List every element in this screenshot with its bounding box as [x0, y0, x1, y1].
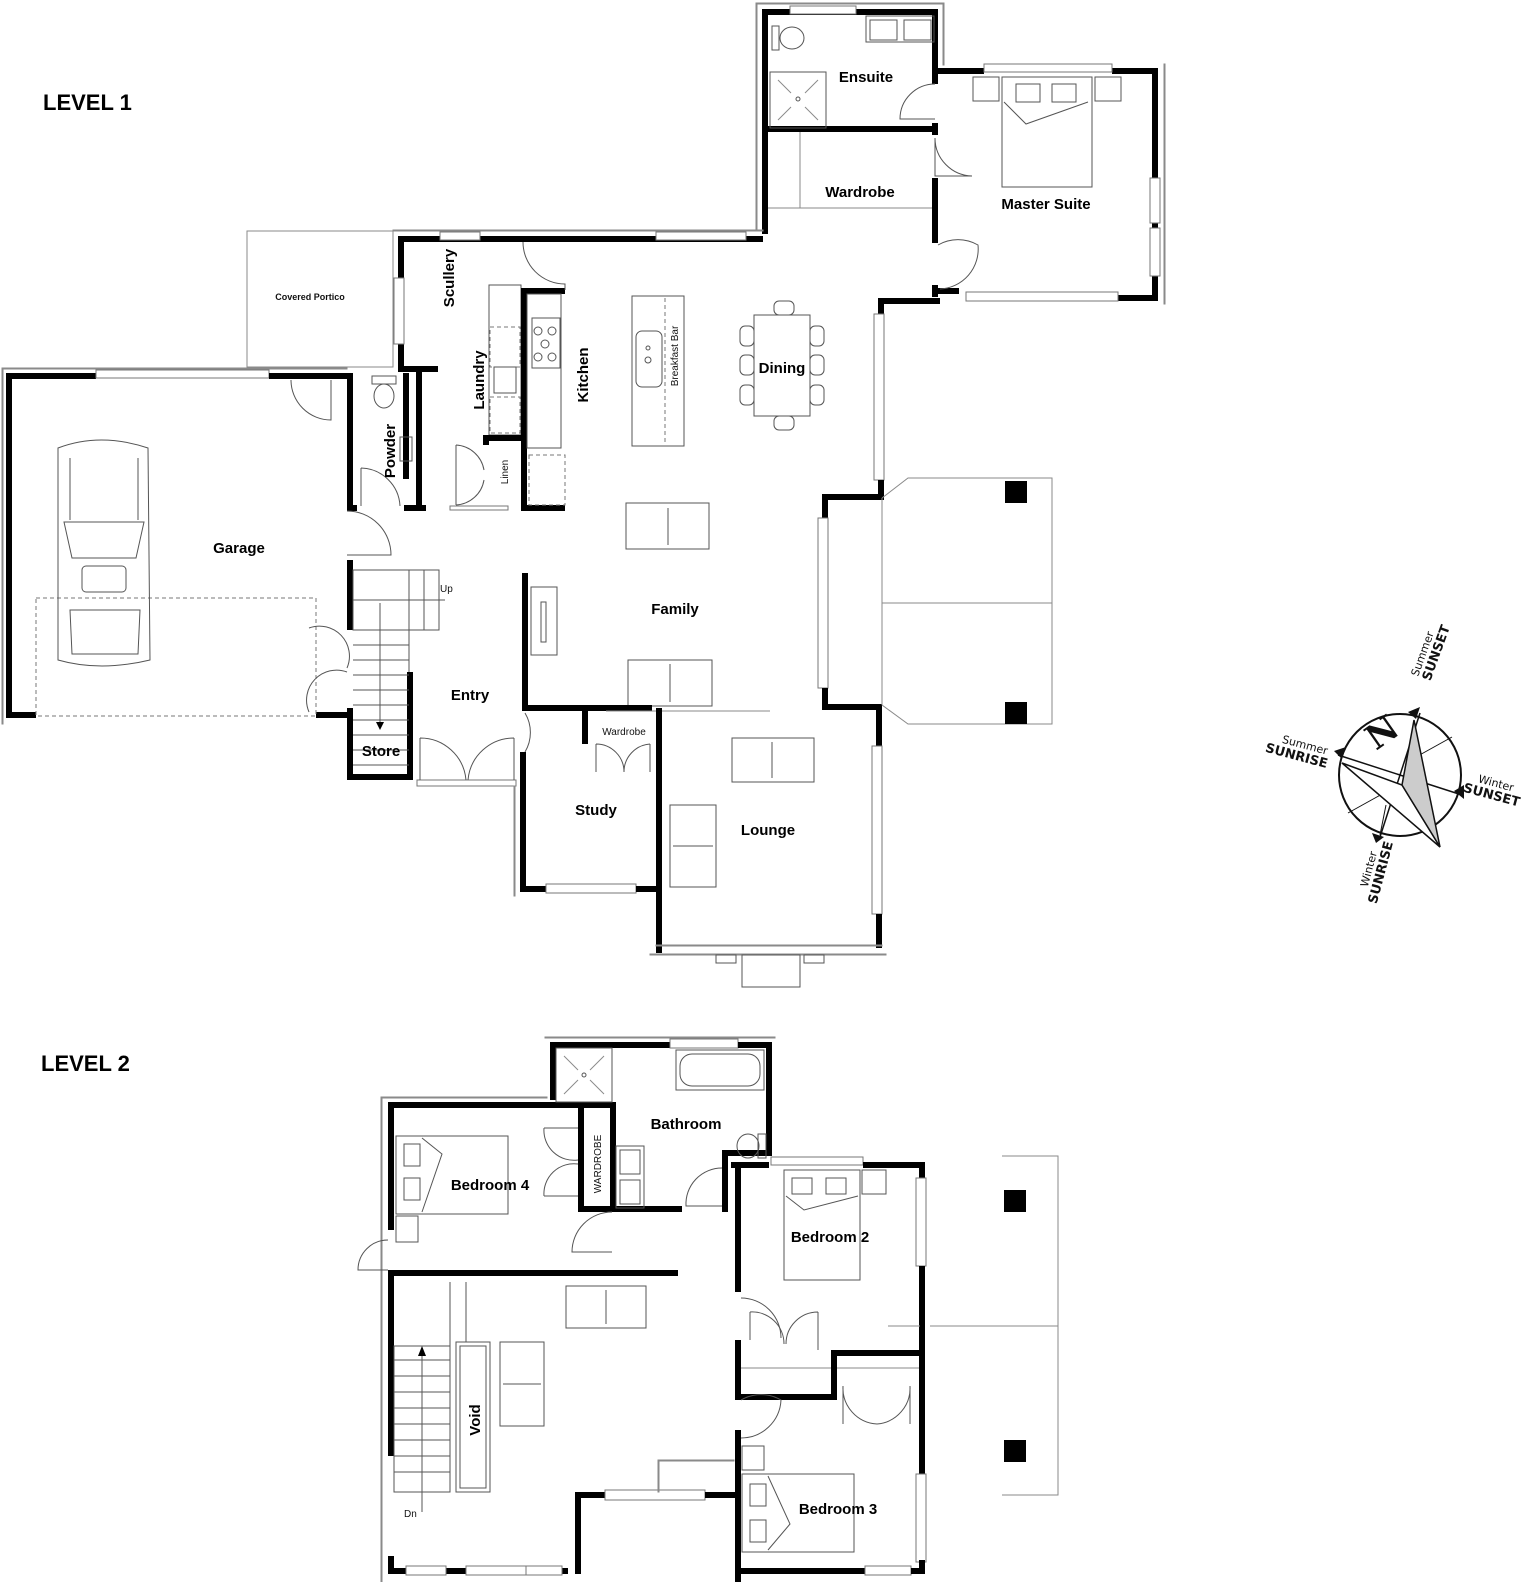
level-1-plan: Up Ensuite Wardrobe [1, 2, 1166, 988]
room-bedroom-2: Bedroom 2 [791, 1229, 869, 1246]
room-bedroom-4: Bedroom 4 [451, 1177, 530, 1194]
room-entry: Entry [451, 687, 490, 704]
room-bathroom: Bathroom [651, 1116, 722, 1133]
room-void: Void [467, 1404, 484, 1435]
level-2-title: LEVEL 2 [41, 1051, 130, 1076]
stair-level-1 [352, 569, 445, 766]
room-family: Family [651, 601, 699, 618]
room-linen: Linen [500, 460, 511, 484]
room-bedroom-3: Bedroom 3 [799, 1501, 877, 1518]
room-kitchen: Kitchen [575, 347, 592, 402]
room-scullery: Scullery [441, 248, 458, 307]
level-1-title: LEVEL 1 [43, 90, 132, 115]
stair-up-label: Up [440, 584, 453, 595]
room-store: Store [362, 743, 400, 760]
stair-down-label: Dn [404, 1509, 417, 1520]
room-lounge: Lounge [741, 822, 795, 839]
room-study: Study [575, 802, 617, 819]
stair-level-2 [393, 1282, 467, 1512]
room-garage: Garage [213, 540, 265, 557]
compass-needle-north [1401, 719, 1441, 848]
room-ensuite: Ensuite [839, 69, 893, 86]
room-covered-portico: Covered Portico [275, 292, 345, 302]
level-2-plan: Dn Bathroom Bedroom 4 WARDROBE Bedroom 2 [357, 1036, 1059, 1582]
compass-rose: N Summer SUNSET Summer SUNRISE Winter SU… [1264, 623, 1522, 905]
label-breakfast-bar: Breakfast Bar [670, 325, 681, 386]
room-master-suite: Master Suite [1001, 196, 1090, 213]
master-wing-walls [755, 2, 1166, 305]
room-bedroom-4-wardrobe: WARDROBE [593, 1134, 604, 1193]
room-laundry: Laundry [471, 350, 488, 410]
covered-portico-outline [246, 230, 394, 368]
room-dining: Dining [759, 360, 806, 377]
room-powder: Powder [382, 424, 399, 478]
room-study-wardrobe: Wardrobe [602, 727, 646, 738]
car-icon [57, 439, 151, 667]
main-body-walls: Up [1, 229, 1053, 988]
room-master-wardrobe: Wardrobe [825, 184, 894, 201]
